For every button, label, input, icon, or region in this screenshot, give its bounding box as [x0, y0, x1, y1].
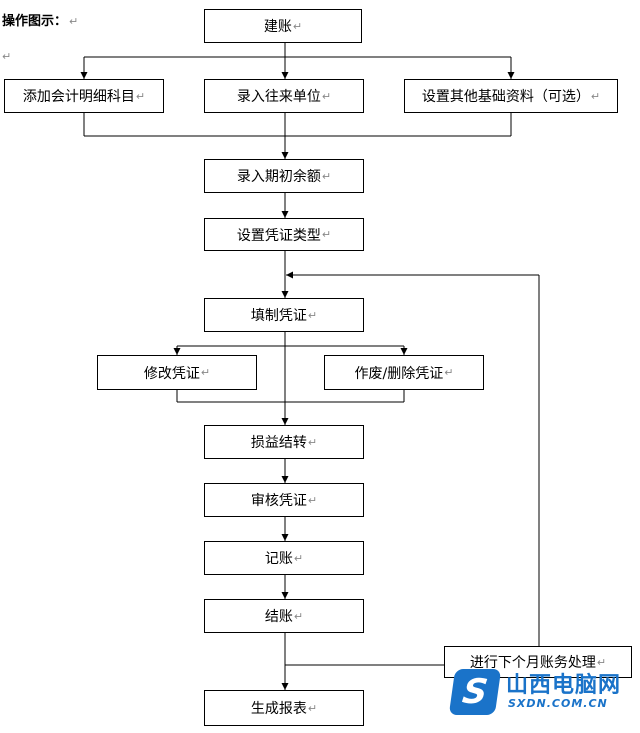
box-other-basics: 设置其他基础资料（可选）↵: [404, 79, 618, 113]
box-enter-units: 录入往来单位↵: [204, 79, 364, 113]
box-add-subjects: 添加会计明细科目↵: [4, 79, 164, 113]
box-reports: 生成报表↵: [204, 690, 364, 726]
box-close-account: 结账↵: [204, 599, 364, 633]
box-fill-voucher: 填制凭证↵: [204, 298, 364, 332]
box-voucher-type: 设置凭证类型↵: [204, 218, 364, 251]
logo-title: 山西电脑网: [506, 673, 622, 698]
box-create-account: 建账↵: [204, 9, 362, 43]
box-bookkeeping: 记账↵: [204, 541, 364, 575]
paragraph-mark: ↵: [2, 50, 12, 63]
box-modify-voucher: 修改凭证↵: [97, 355, 257, 390]
box-audit-voucher: 审核凭证↵: [204, 483, 364, 517]
logo-subtitle: SXDN.COM.CN: [508, 697, 608, 710]
box-void-voucher: 作废/删除凭证↵: [324, 355, 484, 390]
site-logo: S 山西电脑网 SXDN.COM.CN: [448, 665, 634, 721]
box-opening-balance: 录入期初余额↵: [204, 159, 364, 193]
heading: 操作图示：↵: [2, 14, 79, 29]
box-pl-transfer: 损益结转↵: [204, 425, 364, 459]
logo-s-icon: S: [448, 669, 502, 715]
